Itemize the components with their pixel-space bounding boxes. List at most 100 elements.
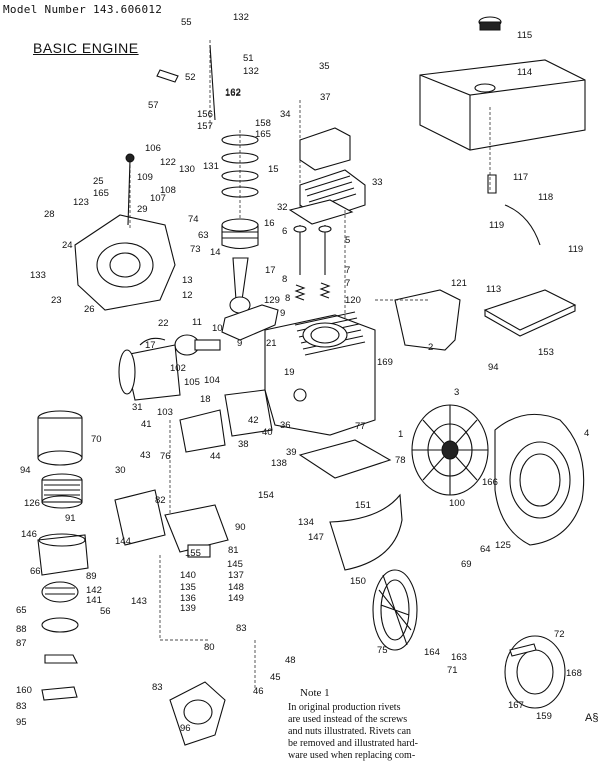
part-callout-7: 7	[345, 265, 350, 276]
part-callout-100: 100	[449, 498, 465, 509]
part-callout-137: 137	[228, 570, 244, 581]
part-callout-8: 8	[285, 293, 290, 304]
note-line: are used instead of the screws	[288, 714, 408, 725]
part-callout-64: 64	[480, 544, 491, 555]
part-callout-165: 165	[93, 188, 109, 199]
part-callout-44: 44	[210, 451, 221, 462]
part-callout-31: 31	[132, 402, 143, 413]
part-callout-162: 162	[225, 87, 241, 98]
crankcase-cover	[74, 214, 176, 311]
filter-element	[41, 473, 83, 509]
note-line: ware used when replacing com-	[288, 750, 416, 761]
part-callout-66: 66	[30, 566, 41, 577]
camshaft-gear	[174, 334, 221, 356]
valve-spring	[294, 284, 306, 301]
part-callout-71: 71	[447, 665, 458, 676]
part-callout-138: 138	[271, 458, 287, 469]
part-callout-65: 65	[16, 605, 27, 616]
note-line: In original production rivets	[288, 702, 401, 713]
part-callout-109: 109	[137, 172, 153, 183]
note-line: be removed and illustrated hard-	[288, 738, 418, 749]
part-callout-87: 87	[16, 638, 27, 649]
part-callout-10: 10	[212, 323, 223, 334]
muffler	[118, 337, 181, 401]
part-callout-139: 139	[180, 603, 196, 614]
part-callout-72: 72	[554, 629, 565, 640]
part-callout-119: 119	[568, 244, 583, 255]
part-callout-103: 103	[157, 407, 173, 418]
part-callout-156: 156	[197, 109, 213, 120]
part-callout-164: 164	[424, 647, 440, 658]
part-callout-34: 34	[280, 109, 291, 120]
part-callout-117: 117	[513, 172, 528, 183]
part-callout-41: 41	[141, 419, 152, 430]
crankcase-block	[264, 311, 376, 436]
part-callout-108: 108	[160, 185, 176, 196]
part-callout-142: 142	[86, 585, 102, 596]
part-callout-144: 144	[115, 536, 131, 547]
air-cleaner-gasket	[41, 617, 79, 633]
governor-shaft	[209, 44, 216, 121]
part-callout-119: 119	[489, 220, 504, 231]
part-callout-94: 94	[488, 362, 499, 373]
carburetor-gasket	[114, 489, 166, 546]
part-callout-94: 94	[20, 465, 31, 476]
flywheel	[411, 404, 489, 496]
part-callout-8: 8	[282, 274, 287, 285]
part-callout-115: 115	[517, 30, 532, 41]
part-callout-82: 82	[155, 495, 166, 506]
recoil-starter	[504, 635, 566, 709]
part-callout-78: 78	[395, 455, 406, 466]
intake-gasket	[224, 389, 273, 437]
part-callout-63: 63	[198, 230, 209, 241]
crankshaft	[221, 304, 279, 341]
diagram-title: BASIC ENGINE	[33, 40, 139, 56]
part-callout-146: 146	[21, 529, 37, 540]
part-callout-105: 105	[184, 377, 200, 388]
cylinder-baffle	[394, 289, 461, 351]
part-callout-46: 46	[253, 686, 264, 697]
part-callout-120: 120	[345, 295, 361, 306]
part-callout-123: 123	[73, 197, 89, 208]
part-callout-43: 43	[140, 450, 151, 461]
part-callout-140: 140	[180, 570, 196, 581]
parts-artwork	[37, 16, 586, 746]
part-callout-32: 32	[277, 202, 288, 213]
part-callout-91: 91	[65, 513, 76, 524]
part-callout-48: 48	[285, 655, 296, 666]
model-number: Model Number 143.606012	[3, 3, 163, 16]
part-callout-9: 9	[237, 338, 242, 349]
part-callout-70: 70	[91, 434, 102, 445]
part-callout-133: 133	[30, 270, 46, 281]
note-line: and nuts illustrated. Rivets can	[288, 726, 412, 737]
part-callout-80: 80	[204, 642, 215, 653]
part-callout-104: 104	[204, 375, 220, 386]
fuel-pump	[169, 681, 226, 746]
part-callout-18: 18	[200, 394, 211, 405]
part-callout-83: 83	[16, 701, 27, 712]
part-callout-166: 166	[482, 477, 498, 488]
part-callout-30: 30	[115, 465, 126, 476]
part-callout-23: 23	[51, 295, 62, 306]
breather-assembly	[299, 127, 351, 171]
part-callout-121: 121	[451, 278, 467, 289]
part-callout-126: 126	[24, 498, 40, 509]
base-gasket	[298, 439, 392, 479]
part-callout-37: 37	[320, 92, 331, 103]
part-callout-75: 75	[377, 645, 388, 656]
part-callout-12: 12	[182, 290, 193, 301]
part-callout-162: 162	[225, 88, 241, 99]
part-callout-88: 88	[16, 624, 27, 635]
governor-lever	[156, 69, 179, 83]
carb-gasket	[179, 409, 226, 453]
part-callout-143: 143	[131, 596, 147, 607]
part-callout-16: 16	[264, 218, 275, 229]
part-callout-150: 150	[350, 576, 366, 587]
part-callout-21: 21	[266, 338, 277, 349]
fuel-shutoff	[487, 174, 497, 194]
part-callout-113: 113	[486, 284, 501, 295]
part-callout-130: 130	[179, 164, 195, 175]
deflector-shield	[329, 493, 403, 571]
part-callout-155: 155	[185, 548, 201, 559]
